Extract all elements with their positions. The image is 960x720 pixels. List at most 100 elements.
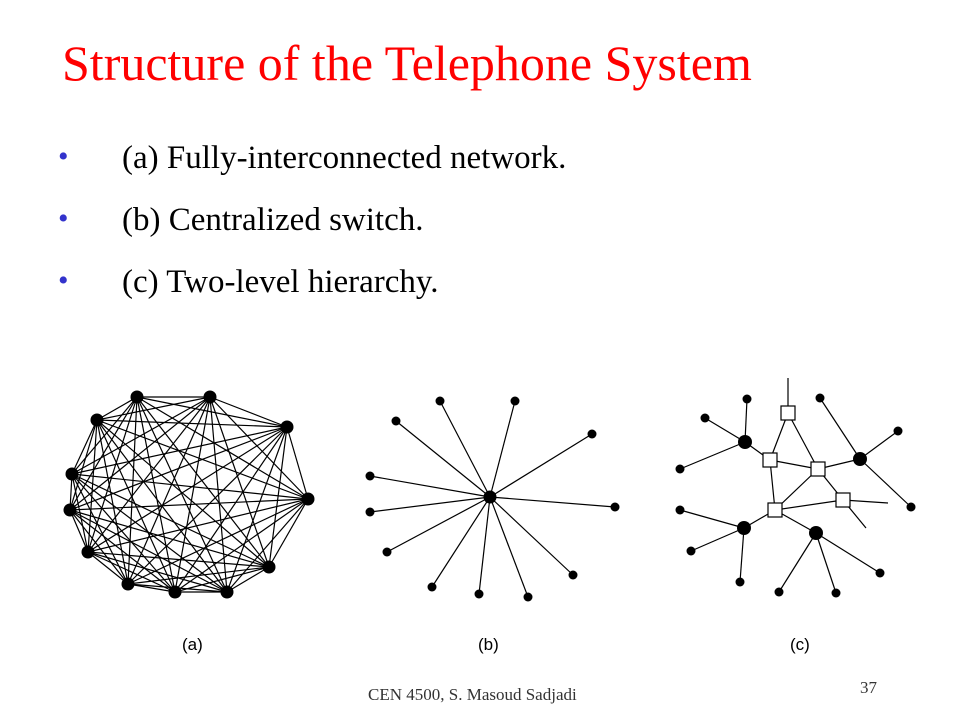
subscriber-dot (700, 413, 710, 423)
mesh-link (209, 396, 270, 568)
mesh-link (96, 419, 309, 500)
spoke-link (395, 420, 491, 498)
caption-b: (b) (478, 635, 499, 654)
subscriber-dot (675, 464, 685, 474)
mesh-link (69, 509, 176, 593)
bullet-dot-icon: • (58, 264, 69, 297)
mesh-link (69, 509, 228, 593)
trunk-link (787, 412, 819, 470)
toll-office-square (767, 502, 783, 518)
mesh-link (69, 396, 211, 511)
mesh-link (127, 396, 138, 585)
toll-office-square (835, 492, 851, 508)
local-loop (679, 509, 745, 529)
subscriber-dot (686, 546, 696, 556)
local-loop (744, 398, 748, 443)
local-loop (739, 527, 745, 583)
end-office-dot (853, 452, 867, 466)
mesh-link (71, 473, 89, 553)
local-loop (778, 532, 817, 593)
end-office-dot (391, 416, 401, 426)
mesh-link (127, 426, 288, 585)
subscriber-dot (831, 588, 841, 598)
mesh-link (226, 566, 270, 593)
node-dot (220, 585, 234, 599)
mesh-link (127, 498, 309, 585)
mesh-link (69, 509, 129, 585)
subscriber-dot (735, 577, 745, 587)
local-loop (819, 397, 861, 460)
end-office-dot (809, 526, 823, 540)
subscriber-dot (906, 502, 916, 512)
bullet-text: (c) Two-level hierarchy. (122, 264, 439, 300)
end-office-dot (365, 471, 375, 481)
mesh-link (87, 419, 98, 553)
caption-c: (c) (790, 635, 810, 654)
mesh-link (69, 426, 288, 511)
local-loop (859, 430, 899, 460)
node-dot (121, 577, 135, 591)
local-loop (815, 532, 881, 574)
mesh-link (96, 396, 138, 421)
local-loop (704, 417, 746, 443)
mesh-link (96, 419, 288, 428)
mesh-link (96, 419, 228, 593)
spoke-link (369, 475, 491, 498)
two-level-hierarchy-network (675, 378, 916, 598)
mesh-link (96, 396, 211, 421)
local-loop (815, 532, 837, 594)
node-dot (81, 545, 95, 559)
subscriber-dot (774, 587, 784, 597)
mesh-link (71, 473, 176, 593)
node-dot (301, 492, 315, 506)
mesh-link (226, 426, 288, 593)
local-loop (690, 527, 745, 552)
mesh-link (136, 396, 176, 593)
end-office-dot (738, 435, 752, 449)
mesh-link (127, 396, 211, 585)
fully-interconnected-network (63, 390, 315, 599)
mesh-link (69, 419, 98, 511)
spoke-link (489, 433, 593, 498)
footer-text: CEN 4500, S. Masoud Sadjadi (368, 685, 577, 704)
spoke-link (369, 496, 491, 513)
end-office-dot (610, 502, 620, 512)
mesh-link (71, 396, 211, 475)
spoke-link (489, 496, 574, 576)
mesh-link (268, 498, 309, 568)
centralized-switch-network (365, 396, 620, 602)
subscriber-dot (675, 505, 685, 515)
page-number: 37 (860, 678, 877, 697)
spoke-link (489, 496, 529, 598)
end-office-dot (474, 589, 484, 599)
spoke-link (478, 496, 491, 595)
subscriber-dot (893, 426, 903, 436)
bullet-dot-icon: • (58, 202, 69, 235)
end-office-dot (523, 592, 533, 602)
node-dot (90, 413, 104, 427)
mesh-link (174, 426, 288, 593)
mesh-link (209, 396, 309, 500)
mesh-link (71, 473, 309, 500)
toll-office-square (780, 405, 796, 421)
mesh-link (69, 509, 270, 568)
mesh-link (268, 426, 288, 568)
trunk-link (769, 459, 819, 470)
end-office-dot (382, 547, 392, 557)
bullet-text: (a) Fully-interconnected network. (122, 140, 567, 176)
end-office-dot (510, 396, 520, 406)
node-dot (130, 390, 144, 404)
mesh-link (87, 551, 270, 568)
toll-office-square (762, 452, 778, 468)
mesh-link (87, 498, 309, 553)
trunk-link (769, 459, 776, 511)
mesh-link (96, 419, 270, 568)
spoke-link (439, 400, 491, 498)
bullet-text: (b) Centralized switch. (122, 202, 424, 238)
trunk-link (769, 412, 789, 461)
slide-title: Structure of the Telephone System (62, 35, 752, 91)
mesh-link (127, 583, 176, 593)
central-switch-dot (483, 490, 497, 504)
mesh-link (87, 551, 129, 585)
spoke-link (386, 496, 491, 553)
